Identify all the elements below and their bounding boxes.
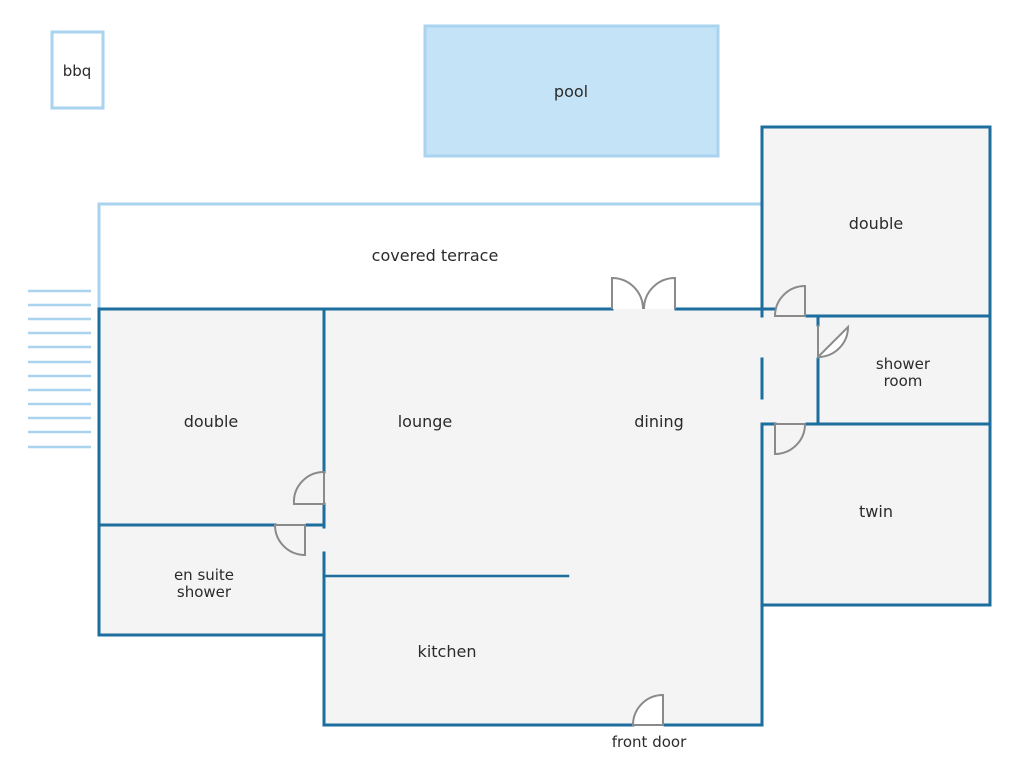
pool-label: pool xyxy=(554,82,588,101)
covered-terrace-outline xyxy=(97,202,762,309)
shower-room-label-line1: shower xyxy=(876,355,931,373)
twin-label: twin xyxy=(859,502,893,521)
french-door-right xyxy=(643,276,676,310)
bbq-label: bbq xyxy=(63,62,92,80)
double-right-label: double xyxy=(849,214,904,233)
bbq-area xyxy=(50,30,105,110)
en-suite-label-line1: en suite xyxy=(174,566,234,584)
en-suite-label-line2: shower xyxy=(177,583,232,601)
main-floor xyxy=(324,309,762,725)
en-suite-door xyxy=(273,524,306,557)
covered-terrace-label: covered terrace xyxy=(372,246,499,265)
double-right-floor xyxy=(762,127,990,316)
pool xyxy=(423,24,720,158)
door-swing-icon xyxy=(273,276,850,726)
double-right-door xyxy=(773,284,806,317)
front-door-label: front door xyxy=(612,733,687,751)
lounge-label: lounge xyxy=(398,412,453,431)
double-left-door xyxy=(292,470,325,505)
double-left-floor xyxy=(99,309,324,525)
twin-door xyxy=(774,423,807,456)
shower-room-label-line2: room xyxy=(884,372,923,390)
front-door xyxy=(631,693,664,726)
shower-room-door xyxy=(817,324,850,360)
twin-floor xyxy=(762,424,990,605)
room-floors xyxy=(99,127,990,725)
steps-icon xyxy=(28,289,91,449)
corridor-floor xyxy=(762,316,818,424)
kitchen-label: kitchen xyxy=(418,642,477,661)
double-left-label: double xyxy=(184,412,239,431)
dining-label: dining xyxy=(634,412,683,431)
walls xyxy=(97,125,992,727)
french-door-left xyxy=(611,276,644,310)
